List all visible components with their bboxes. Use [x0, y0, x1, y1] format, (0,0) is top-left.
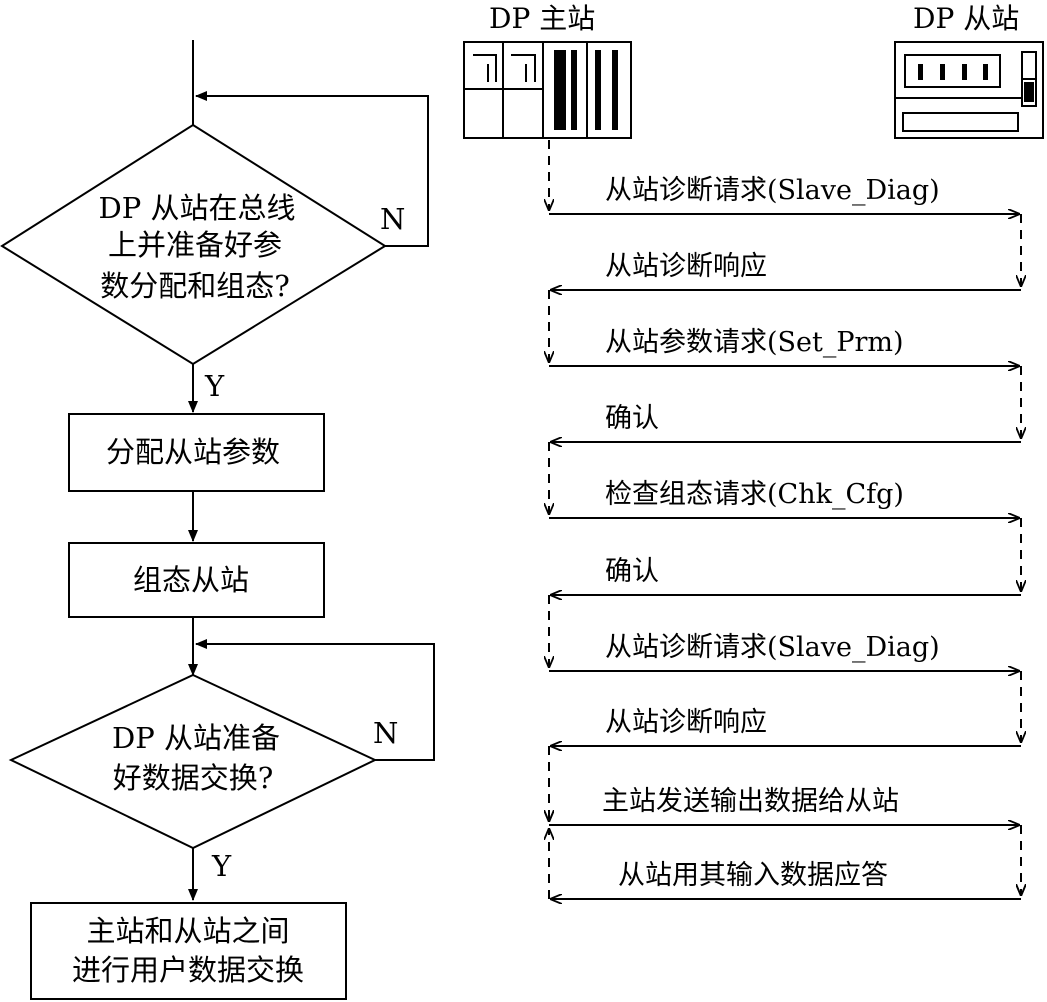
decision2-line1: DP 从站准备	[112, 721, 280, 755]
message-label-6: 确认	[605, 556, 659, 587]
slave-device-icon	[894, 41, 1044, 139]
final-box	[30, 902, 347, 1000]
message-label-10: 从站用其输入数据应答	[618, 860, 888, 891]
step-assign-label: 分配从站参数	[106, 435, 280, 469]
decision1-yes-label: Y	[204, 369, 225, 403]
master-device-icon	[463, 41, 632, 139]
loop-back-arrow-1	[195, 91, 429, 247]
step-assign-box	[68, 413, 325, 492]
decision2-line2: 好数据交换?	[113, 761, 274, 795]
decision1-line1: DP 从站在总线	[99, 191, 296, 225]
message-label-9: 主站发送输出数据给从站	[602, 786, 899, 817]
message-label-1: 从站诊断请求(Slave_Diag)	[605, 175, 940, 206]
decision1-line3: 数分配和组态?	[100, 269, 290, 303]
decision1-no-label: N	[380, 202, 405, 236]
sequence-lines	[549, 140, 1021, 899]
decision2-yes-label: Y	[211, 849, 232, 883]
message-label-4: 确认	[605, 403, 659, 434]
message-label-3: 从站参数请求(Set_Prm)	[605, 327, 904, 358]
final-line1: 主站和从站之间	[86, 914, 289, 948]
sequence-messages: 从站诊断请求(Slave_Diag)从站诊断响应从站参数请求(Set_Prm)确…	[602, 175, 940, 891]
step-config-box	[68, 542, 325, 618]
message-label-2: 从站诊断响应	[605, 251, 767, 282]
loop-back-arrow-2	[195, 639, 435, 761]
final-line2: 进行用户数据交换	[72, 953, 304, 987]
message-label-7: 从站诊断请求(Slave_Diag)	[605, 632, 940, 663]
flowchart-text: DP 从站在总线 上并准备好参 数分配和组态? N Y 分配从站参数 组态从站 …	[72, 191, 405, 987]
decision2-no-label: N	[373, 716, 398, 750]
decision1-line2: 上并准备好参	[108, 228, 282, 262]
slave-station-label: DP 从站	[913, 2, 1019, 35]
step-config-label: 组态从站	[133, 563, 249, 597]
master-station-label: DP 主站	[489, 2, 595, 35]
message-label-8: 从站诊断响应	[605, 707, 767, 738]
flowchart	[0, 40, 435, 1000]
message-label-5: 检查组态请求(Chk_Cfg)	[605, 479, 904, 510]
